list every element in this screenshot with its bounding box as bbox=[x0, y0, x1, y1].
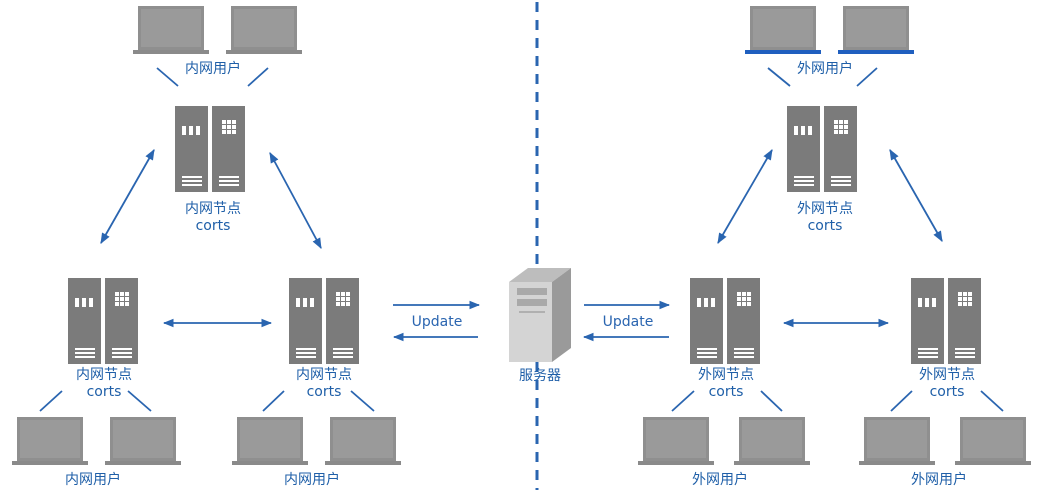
user-link-line bbox=[39, 390, 63, 412]
inner-user-label: 内网用户 bbox=[185, 60, 241, 77]
node-corts-label: corts bbox=[930, 384, 965, 400]
server-rack-icon bbox=[288, 277, 360, 365]
outer-node-label: 外网节点 bbox=[919, 367, 975, 383]
user-link-line bbox=[247, 67, 269, 87]
outer-user-label: 外网用户 bbox=[911, 471, 967, 488]
outer-node-label: 外网节点 bbox=[698, 367, 754, 383]
outer-user-laptop-icon bbox=[734, 417, 810, 465]
server-rack-icon bbox=[910, 277, 982, 365]
user-link-line bbox=[262, 390, 285, 412]
node-corts-label: corts bbox=[709, 384, 744, 400]
sync-arrow bbox=[269, 152, 322, 249]
outer-user-laptop-icon bbox=[838, 6, 914, 54]
server-rack-icon bbox=[786, 105, 858, 193]
update-label: Update bbox=[603, 314, 654, 330]
node-corts-label: corts bbox=[808, 218, 843, 234]
inner-node-label: 内网节点 bbox=[76, 367, 132, 383]
server-rack-icon bbox=[67, 277, 139, 365]
outer-user-laptop-icon bbox=[955, 417, 1031, 465]
outer-user-laptop-icon bbox=[745, 6, 821, 54]
user-link-line bbox=[156, 67, 179, 87]
user-link-line bbox=[671, 390, 695, 412]
inner-node-label: 内网节点 bbox=[185, 201, 241, 217]
inner-user-laptop-icon bbox=[232, 417, 308, 465]
user-link-line bbox=[980, 390, 1004, 412]
node-corts-label: corts bbox=[196, 218, 231, 234]
user-link-line bbox=[767, 67, 791, 87]
user-link-line bbox=[890, 390, 913, 412]
user-link-line bbox=[350, 390, 375, 412]
sync-arrow bbox=[717, 149, 773, 244]
user-link-line bbox=[856, 67, 878, 87]
sync-arrow bbox=[100, 149, 155, 244]
outer-user-label: 外网用户 bbox=[692, 471, 748, 488]
tower-server-icon bbox=[509, 268, 571, 362]
outer-user-laptop-icon bbox=[638, 417, 714, 465]
inner-user-laptop-icon bbox=[325, 417, 401, 465]
inner-user-laptop-icon bbox=[133, 6, 209, 54]
inner-user-label: 内网用户 bbox=[65, 471, 121, 488]
inner-user-laptop-icon bbox=[105, 417, 181, 465]
inner-user-label: 内网用户 bbox=[284, 471, 340, 488]
server-label: 服务器 bbox=[519, 368, 561, 384]
outer-user-label: 外网用户 bbox=[797, 60, 853, 77]
node-corts-label: corts bbox=[307, 384, 342, 400]
server-rack-icon bbox=[689, 277, 761, 365]
inner-node-label: 内网节点 bbox=[296, 367, 352, 383]
user-link-line bbox=[760, 390, 783, 412]
sync-arrow bbox=[889, 149, 943, 242]
inner-user-laptop-icon bbox=[226, 6, 302, 54]
server-rack-icon bbox=[174, 105, 246, 193]
outer-node-label: 外网节点 bbox=[797, 201, 853, 217]
user-link-line bbox=[127, 390, 152, 412]
inner-user-laptop-icon bbox=[12, 417, 88, 465]
node-corts-label: corts bbox=[87, 384, 122, 400]
outer-user-laptop-icon bbox=[859, 417, 935, 465]
update-label: Update bbox=[412, 314, 463, 330]
